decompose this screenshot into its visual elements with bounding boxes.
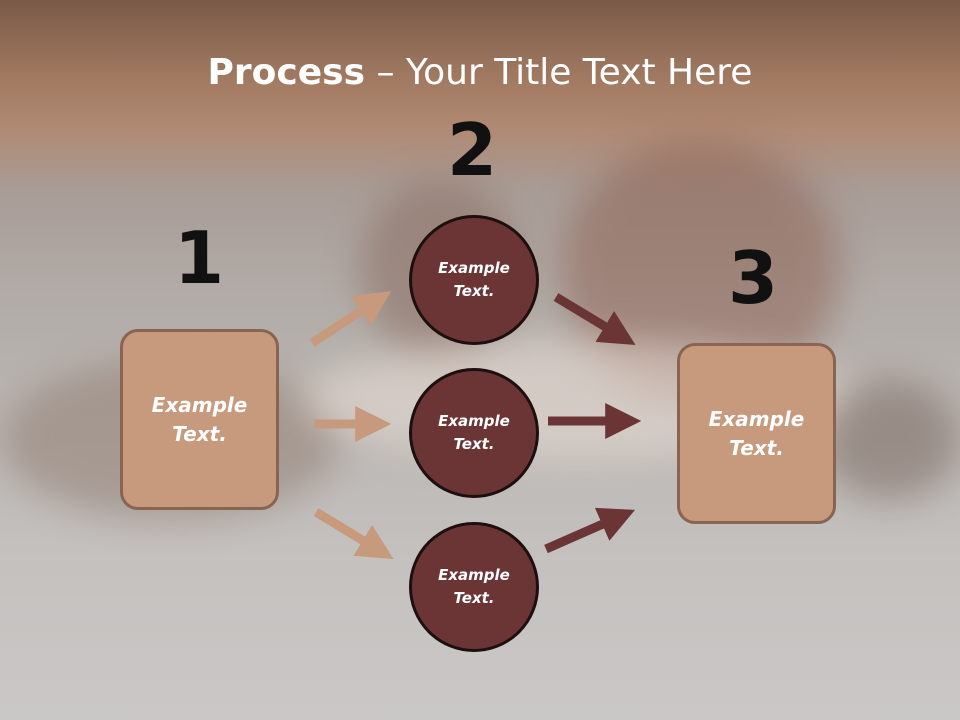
circle-2-line1: Example bbox=[438, 412, 510, 430]
step-number-2: 2 bbox=[446, 108, 498, 192]
circle-3[interactable]: Example Text. bbox=[409, 522, 539, 652]
title-rest: – Your Title Text Here bbox=[365, 52, 753, 93]
arrow-from-circle-1 bbox=[553, 293, 636, 346]
left-box[interactable]: Example Text. bbox=[120, 329, 279, 510]
right-box[interactable]: Example Text. bbox=[677, 343, 836, 524]
right-box-line1: Example bbox=[708, 406, 805, 431]
title-bold: Process bbox=[207, 52, 366, 93]
left-box-line1: Example bbox=[151, 392, 248, 417]
circle-1-line2: Text. bbox=[453, 282, 495, 300]
background-blur bbox=[820, 380, 960, 500]
circle-3-line2: Text. bbox=[453, 589, 495, 607]
arrow-to-circle-3 bbox=[313, 508, 394, 560]
step-number-1: 1 bbox=[173, 216, 225, 300]
arrow-from-circle-3 bbox=[544, 507, 636, 554]
slide-title: Process – Your Title Text Here bbox=[0, 52, 960, 93]
circle-1-line1: Example bbox=[438, 259, 510, 277]
step-number-3: 3 bbox=[727, 236, 779, 320]
right-box-line2: Text. bbox=[729, 435, 784, 460]
arrow-to-circle-1 bbox=[309, 291, 392, 347]
circle-3-line1: Example bbox=[438, 566, 510, 584]
circle-2-line2: Text. bbox=[453, 435, 495, 453]
circle-2[interactable]: Example Text. bbox=[409, 368, 539, 498]
circle-1[interactable]: Example Text. bbox=[409, 215, 539, 345]
left-box-line2: Text. bbox=[172, 421, 227, 446]
